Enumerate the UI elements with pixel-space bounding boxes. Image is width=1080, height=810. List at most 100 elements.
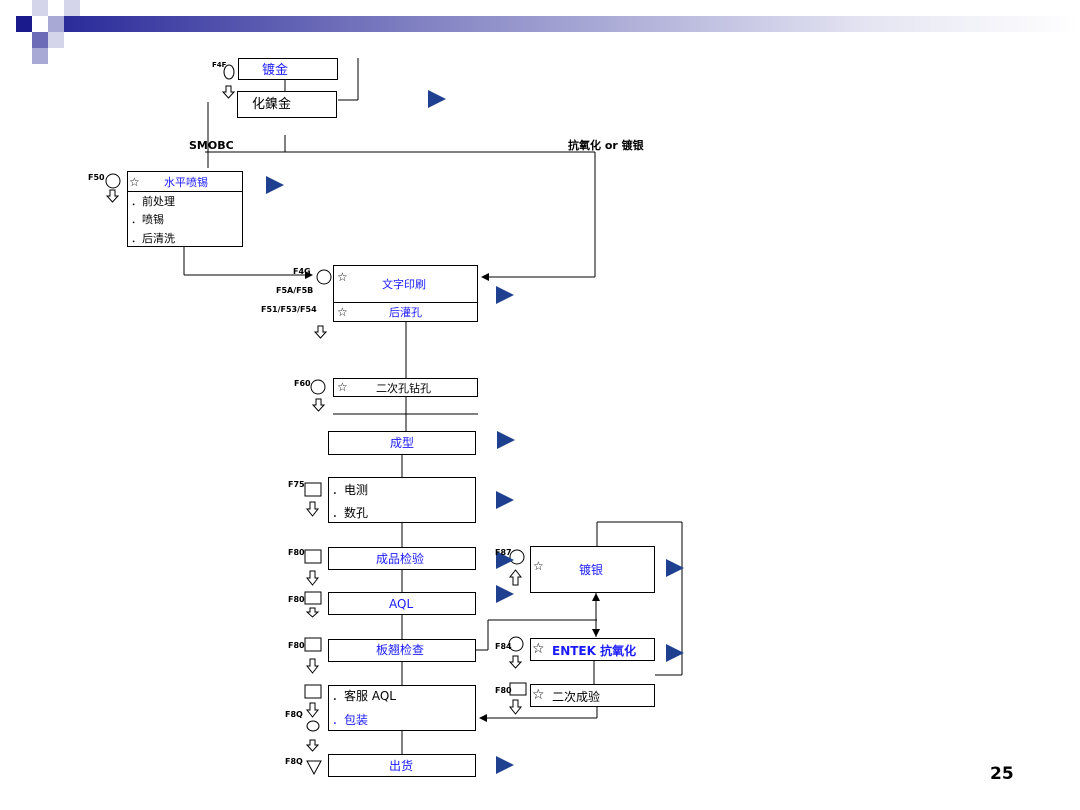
code-aql: F80 [288, 595, 305, 604]
gold-plating-label: 镀金 [262, 63, 289, 78]
code-legend-2: F5A/F5B [276, 286, 314, 295]
chem-nickel-label: 化鎳金 [252, 97, 292, 112]
oval-symbol [306, 720, 320, 732]
square-symbol [304, 684, 322, 699]
square-symbol [304, 549, 322, 564]
header-square [16, 16, 32, 32]
profile-label: 成型 [390, 436, 415, 450]
oval-symbol [223, 64, 235, 80]
play-triangle-icon [496, 286, 514, 304]
hasl-item: ．前处理 [131, 195, 175, 208]
hollow-down-arrow [508, 699, 523, 715]
hollow-down-arrow [305, 739, 320, 752]
etest-box [328, 477, 476, 523]
star-icon: ☆ [337, 270, 348, 284]
hasl-box [127, 171, 243, 247]
silver-label: 镀银 [579, 563, 604, 577]
code-silver: F87 [495, 548, 512, 557]
header-square [32, 0, 48, 16]
warp-label: 板翘检查 [376, 643, 425, 657]
drill2-label: 二次孔钻孔 [376, 382, 431, 395]
play-triangle-icon [496, 551, 514, 569]
ship-box [328, 754, 476, 777]
code-etest: F75 [288, 480, 305, 489]
branch-right-label: 抗氧化 or 镀银 [568, 139, 644, 152]
code-warp: F80 [288, 641, 305, 650]
pack-item: ．包装 [332, 713, 369, 727]
etest-item: ．电测 [332, 483, 369, 497]
code-ship: F8Q [285, 757, 303, 766]
chem-nickel-box [237, 91, 337, 118]
code-hasl: F50 [88, 173, 105, 182]
code-drill2: F60 [294, 379, 311, 388]
triangle-symbol [306, 760, 322, 776]
legend-title: 文字印刷 [382, 278, 426, 291]
header-square [32, 48, 48, 64]
header-gradient-bar [60, 16, 1080, 32]
aql-box [328, 592, 476, 615]
play-triangle-icon [496, 491, 514, 509]
etest-item: ．数孔 [332, 506, 369, 520]
pack-item: ．客服 AQL [332, 689, 396, 703]
star-icon: ☆ [337, 305, 348, 319]
fqc-label: 成品检验 [376, 552, 425, 566]
header-square [48, 16, 64, 32]
hasl-item: ．后清洗 [131, 232, 175, 245]
square-symbol [304, 591, 322, 605]
code-fqc: F80 [288, 548, 305, 557]
code-gold: F4F [212, 61, 227, 69]
code-legend: F4G [293, 267, 311, 276]
star-icon: ☆ [532, 641, 545, 657]
hollow-down-arrow [305, 702, 320, 718]
silver-box [530, 546, 655, 593]
star-icon: ☆ [532, 687, 545, 703]
circle-symbol [509, 549, 525, 565]
legend-sub: 后灌孔 [389, 306, 422, 319]
profile-box [328, 431, 476, 455]
aql-label: AQL [389, 597, 414, 611]
ship-label: 出货 [389, 759, 414, 773]
legend-divider [334, 302, 477, 303]
pack-box [328, 685, 476, 731]
circle-symbol [310, 379, 326, 395]
code-pack: F8Q [285, 710, 303, 719]
square-symbol [304, 637, 322, 652]
play-triangle-icon [496, 585, 514, 603]
smobc-label: SMOBC [189, 139, 234, 152]
hollow-down-arrow [311, 398, 326, 412]
circle-symbol [105, 173, 121, 189]
play-triangle-icon [266, 176, 284, 194]
fqc2-label: 二次成验 [552, 690, 601, 704]
header-square [32, 32, 48, 48]
hollow-down-arrow [305, 607, 320, 618]
fqc-box [328, 547, 476, 570]
code-fqc2: F80 [495, 686, 512, 695]
circle-symbol [316, 269, 332, 285]
code-legend-3: F51/F53/F54 [261, 305, 317, 314]
hasl-title: 水平喷锡 [164, 176, 208, 189]
warp-box [328, 639, 476, 662]
hollow-down-arrow [105, 189, 120, 203]
header-square [48, 32, 64, 48]
hollow-down-arrow [305, 658, 320, 674]
code-entek: F84 [495, 642, 512, 651]
square-symbol [304, 482, 322, 497]
hollow-down-arrow [305, 501, 320, 517]
hollow-down-arrow [313, 325, 328, 339]
play-triangle-icon [666, 644, 684, 662]
header-square [64, 0, 80, 16]
hollow-down-arrow [221, 85, 236, 99]
play-triangle-icon [496, 756, 514, 774]
square-symbol [509, 682, 527, 696]
hasl-item: ．喷锡 [131, 213, 164, 226]
play-triangle-icon [666, 559, 684, 577]
gold-plating-box [238, 58, 338, 80]
play-triangle-icon [428, 90, 446, 108]
star-icon: ☆ [129, 175, 140, 189]
hasl-divider [128, 191, 242, 192]
fqc2-box [530, 684, 655, 707]
star-icon: ☆ [337, 380, 348, 394]
hollow-up-arrow [508, 569, 523, 586]
drill2-box [333, 378, 478, 397]
